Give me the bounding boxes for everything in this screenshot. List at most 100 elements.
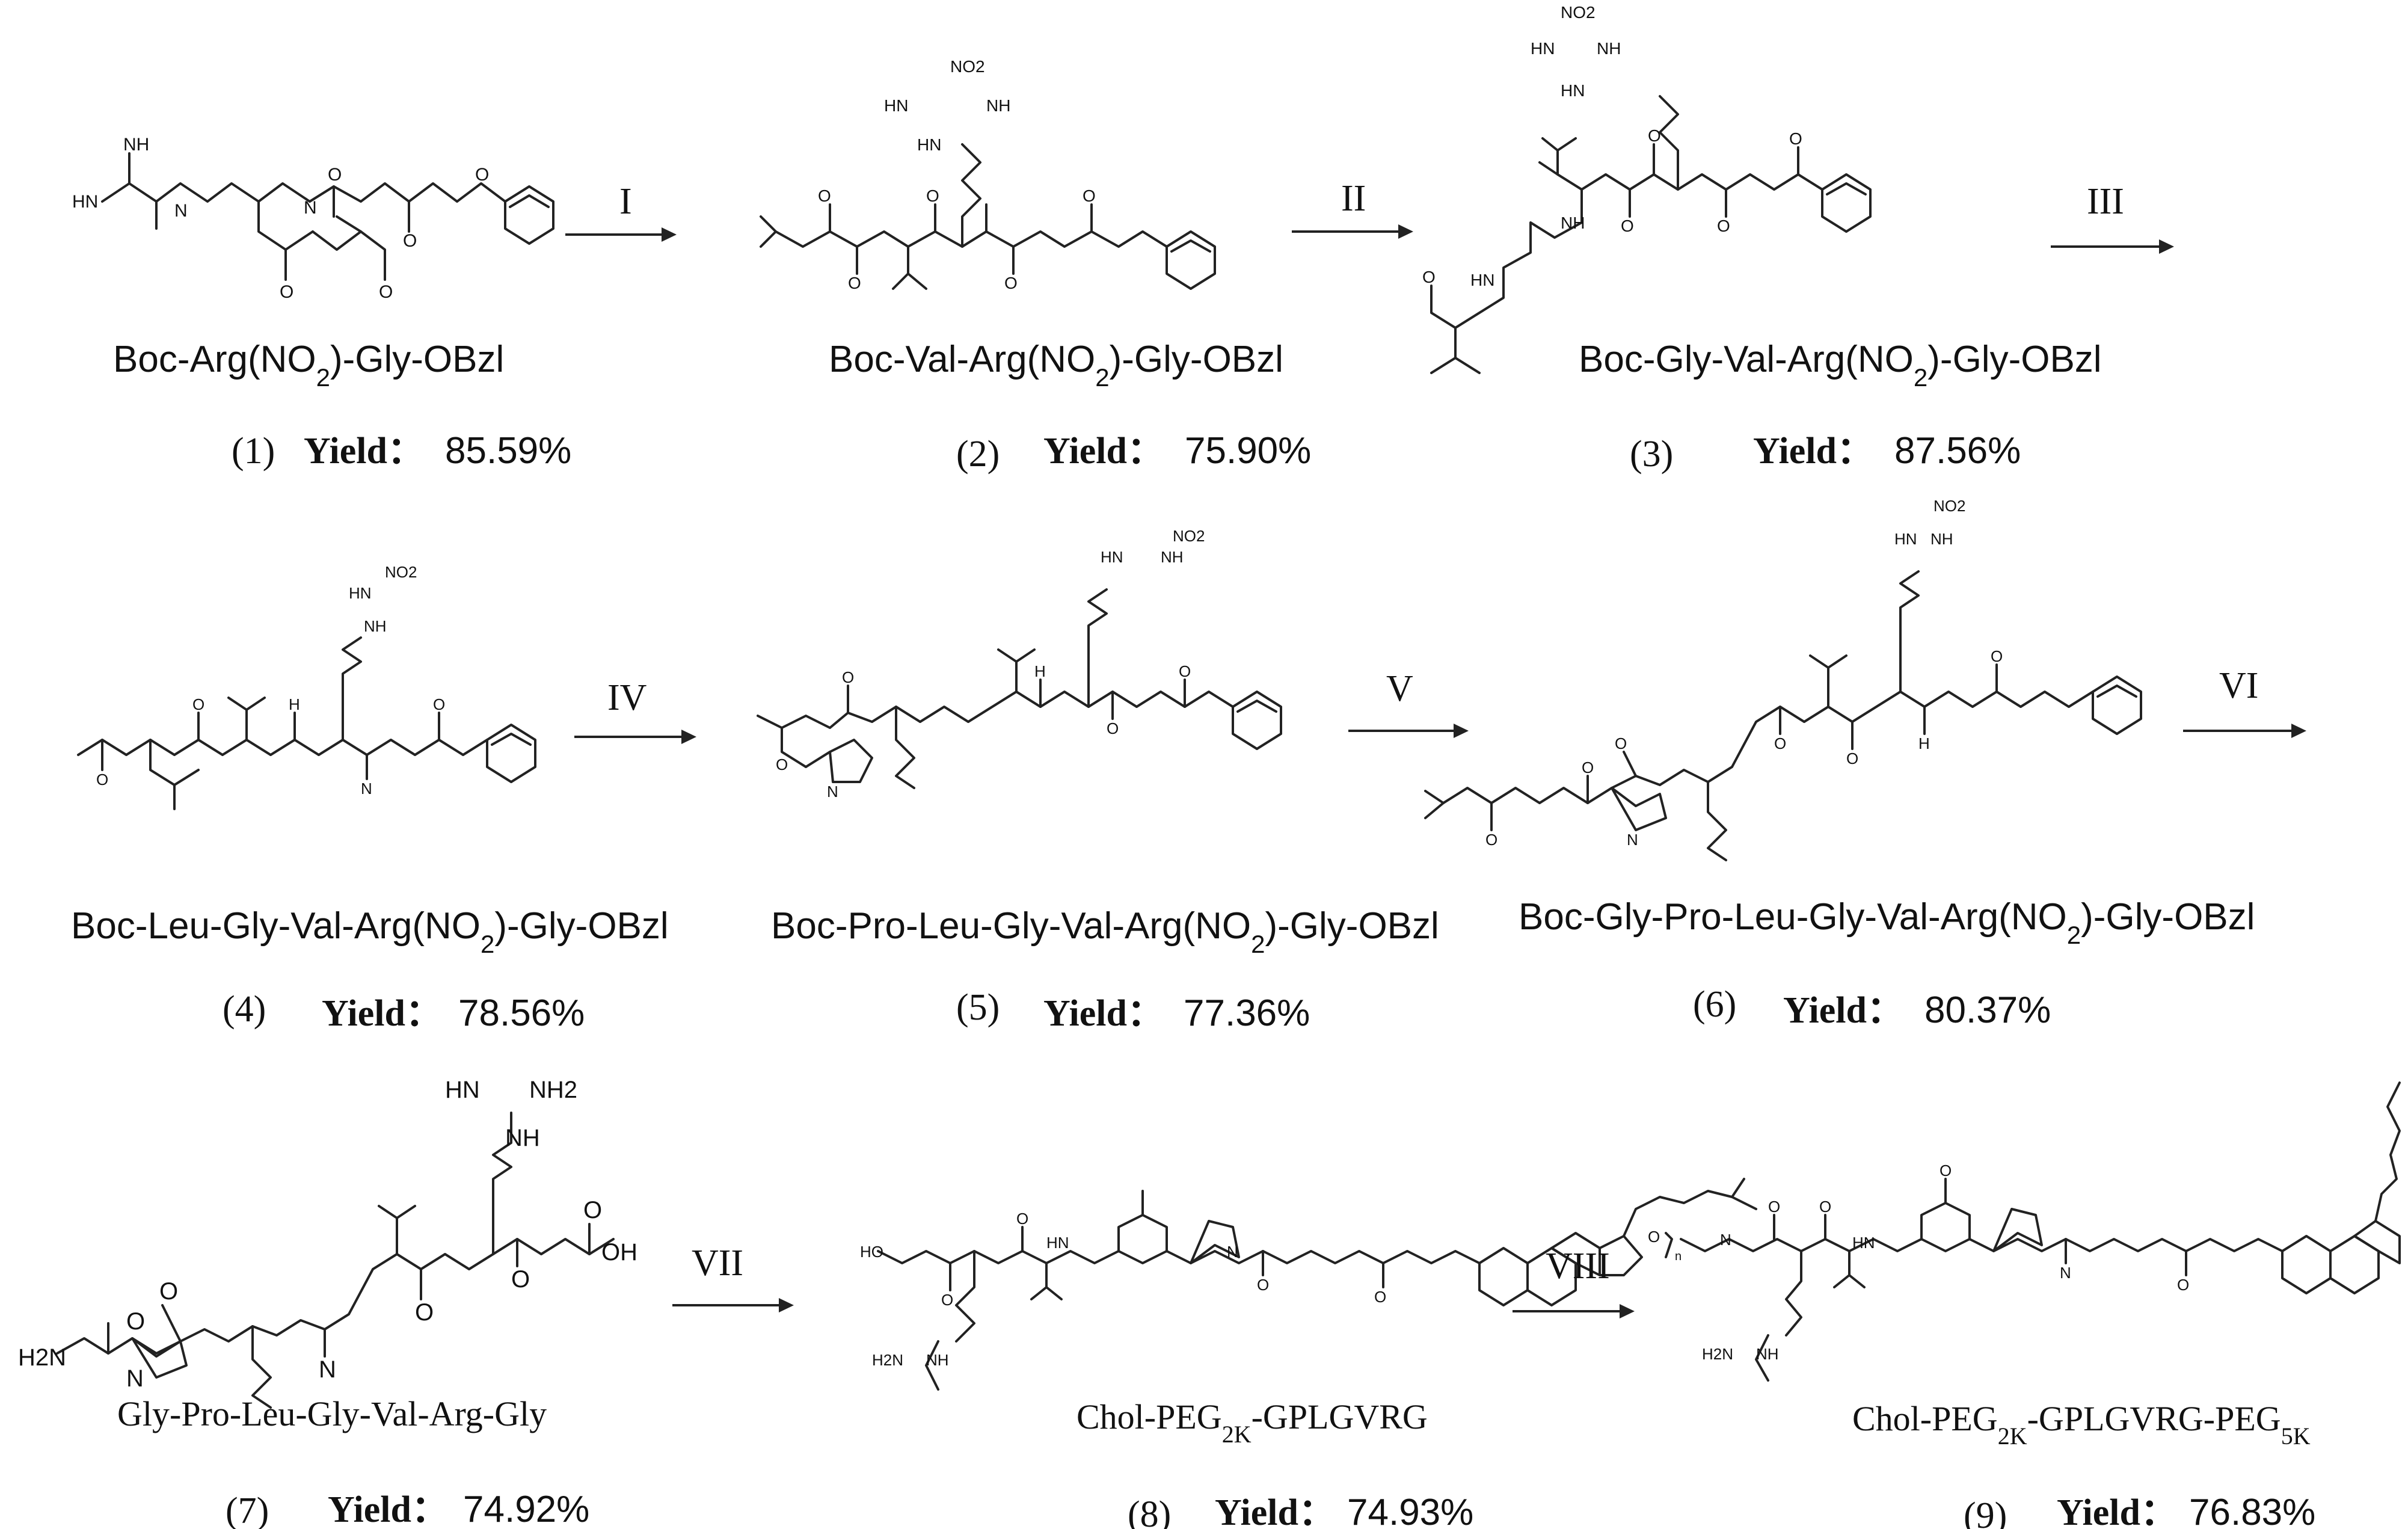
- atom-label: O: [1485, 831, 1497, 849]
- yield-value-7: 74.92%: [463, 1489, 589, 1529]
- yield-value-8: 74.93%: [1347, 1492, 1473, 1529]
- compound-name-6: Boc-Gly-Pro-Leu-Gly-Val-Arg(NO2)-Gly-OBz…: [1519, 896, 2255, 949]
- yield-label-7: Yield：: [328, 1489, 449, 1529]
- step-label-II: II: [1341, 178, 1366, 219]
- atom-label: H: [1034, 662, 1046, 680]
- atom-label: HN: [1894, 530, 1917, 548]
- yield-label-1: Yield：: [304, 431, 425, 472]
- structure-7: HN NH2 NH H2N O O N N O O O OH: [18, 1077, 637, 1409]
- atom-label: HN: [1561, 81, 1585, 100]
- atom-label: O: [511, 1266, 530, 1293]
- atom-label: O: [1615, 734, 1627, 752]
- atom-label: NO2: [1173, 527, 1205, 545]
- atom-label: NO2: [950, 57, 985, 76]
- atom-label: O: [1179, 662, 1191, 680]
- atom-label: O: [1768, 1198, 1780, 1216]
- step-label-VIII: VIII: [1546, 1246, 1610, 1287]
- atom-label: NH: [364, 617, 387, 635]
- yield-label-3: Yield：: [1753, 431, 1874, 472]
- yield-label-2: Yield：: [1043, 431, 1164, 472]
- atom-label: N: [174, 201, 188, 221]
- atom-label: HN: [917, 135, 941, 154]
- atom-label: O: [1083, 186, 1096, 205]
- compound-number-2: (2): [956, 434, 1000, 475]
- yield-label-5: Yield：: [1043, 993, 1164, 1034]
- yield-label-6: Yield：: [1783, 990, 1904, 1031]
- atom-label: O: [1717, 217, 1730, 235]
- atom-label: NH: [926, 1351, 949, 1369]
- atom-label: O: [415, 1299, 434, 1326]
- atom-label: O: [1846, 749, 1858, 768]
- atom-label: O: [1648, 1228, 1660, 1246]
- atom-label: HN: [1470, 271, 1494, 289]
- atom-label: NH: [1930, 530, 1953, 548]
- atom-label: N: [319, 1356, 336, 1383]
- compound-name-3: Boc-Gly-Val-Arg(NO2)-Gly-OBzl: [1579, 339, 2102, 392]
- yield-value-2: 75.90%: [1185, 430, 1311, 472]
- atom-label: O: [1582, 758, 1594, 777]
- yield-label-9: Yield：: [2057, 1492, 2178, 1529]
- atom-label: O: [842, 668, 854, 686]
- atom-label: N: [1627, 831, 1638, 849]
- atom-label: O: [403, 231, 417, 251]
- atom-label: O: [818, 186, 831, 205]
- atom-label: O: [1004, 274, 1018, 292]
- compound-name-4: Boc-Leu-Gly-Val-Arg(NO2)-Gly-OBzl: [71, 905, 669, 958]
- atom-label: N: [1720, 1231, 1731, 1249]
- compound-number-3: (3): [1630, 434, 1673, 475]
- step-label-IV: IV: [607, 677, 647, 718]
- atom-label: NH: [1161, 548, 1184, 566]
- compound-number-9: (9): [1964, 1495, 2007, 1529]
- atom-label: O: [1374, 1288, 1386, 1306]
- atom-label: NH2: [529, 1077, 577, 1103]
- step-label-V: V: [1386, 668, 1413, 709]
- compound-name-8: Chol-PEG2K-GPLGVRG: [1077, 1397, 1428, 1448]
- atom-label: NH: [1597, 39, 1621, 58]
- atom-label: O: [1789, 129, 1802, 148]
- atom-label: HN: [884, 96, 908, 115]
- atom-label: O: [941, 1291, 953, 1309]
- atom-label: NO2: [1933, 497, 1965, 515]
- atom-label: NH: [986, 96, 1010, 115]
- atom-label: HN: [1101, 548, 1123, 566]
- atom-label: O: [328, 165, 342, 185]
- reaction-arrow-II: II: [1292, 178, 1413, 239]
- reaction-arrow-I: I: [565, 181, 677, 242]
- compound-number-7: (7): [226, 1491, 269, 1529]
- atom-label: O: [1991, 647, 2003, 665]
- yield-label-4: Yield：: [322, 993, 443, 1034]
- atom-label: O: [433, 695, 445, 713]
- atom-label: NH: [1756, 1345, 1779, 1363]
- atom-label: HN: [1531, 39, 1555, 58]
- atom-label: O: [192, 695, 204, 713]
- step-label-III: III: [2087, 181, 2124, 222]
- yield-value-9: 76.83%: [2189, 1492, 2315, 1529]
- atom-label: H: [1918, 734, 1930, 752]
- reaction-arrow-VIII: VIII: [1513, 1246, 1635, 1318]
- compound-name-7: Gly-Pro-Leu-Gly-Val-Arg-Gly: [117, 1394, 547, 1433]
- reaction-arrow-III: III: [2051, 181, 2174, 254]
- structure-1: NH HN N N O O O O O: [72, 135, 554, 302]
- yield-value-6: 80.37%: [1924, 989, 2051, 1031]
- atom-label: NH: [1561, 214, 1585, 232]
- atom-label: N: [361, 780, 372, 798]
- atom-label: O: [1819, 1198, 1831, 1216]
- atom-label: N: [827, 783, 838, 801]
- structure-4: NO2 HN NH O O H N O: [77, 563, 536, 810]
- atom-label: O: [379, 282, 393, 302]
- yield-value-1: 85.59%: [445, 430, 571, 472]
- atom-label: n: [1675, 1250, 1682, 1263]
- atom-label: HN: [72, 192, 98, 212]
- atom-label: O: [280, 282, 293, 302]
- atom-label: O: [583, 1197, 602, 1223]
- atom-label: NO2: [1561, 3, 1596, 22]
- structure-5: NO2 HN NH O O N H O O: [757, 527, 1282, 801]
- compound-number-1: (1): [232, 431, 275, 472]
- structure-9: O n N O O HN O N O H2N NH: [1648, 1081, 2401, 1382]
- atom-label: O: [848, 274, 861, 292]
- atom-label: HO: [860, 1243, 883, 1261]
- step-label-VI: VI: [2219, 665, 2258, 706]
- atom-label: HN: [1046, 1234, 1069, 1252]
- compound-number-8: (8): [1128, 1494, 1171, 1529]
